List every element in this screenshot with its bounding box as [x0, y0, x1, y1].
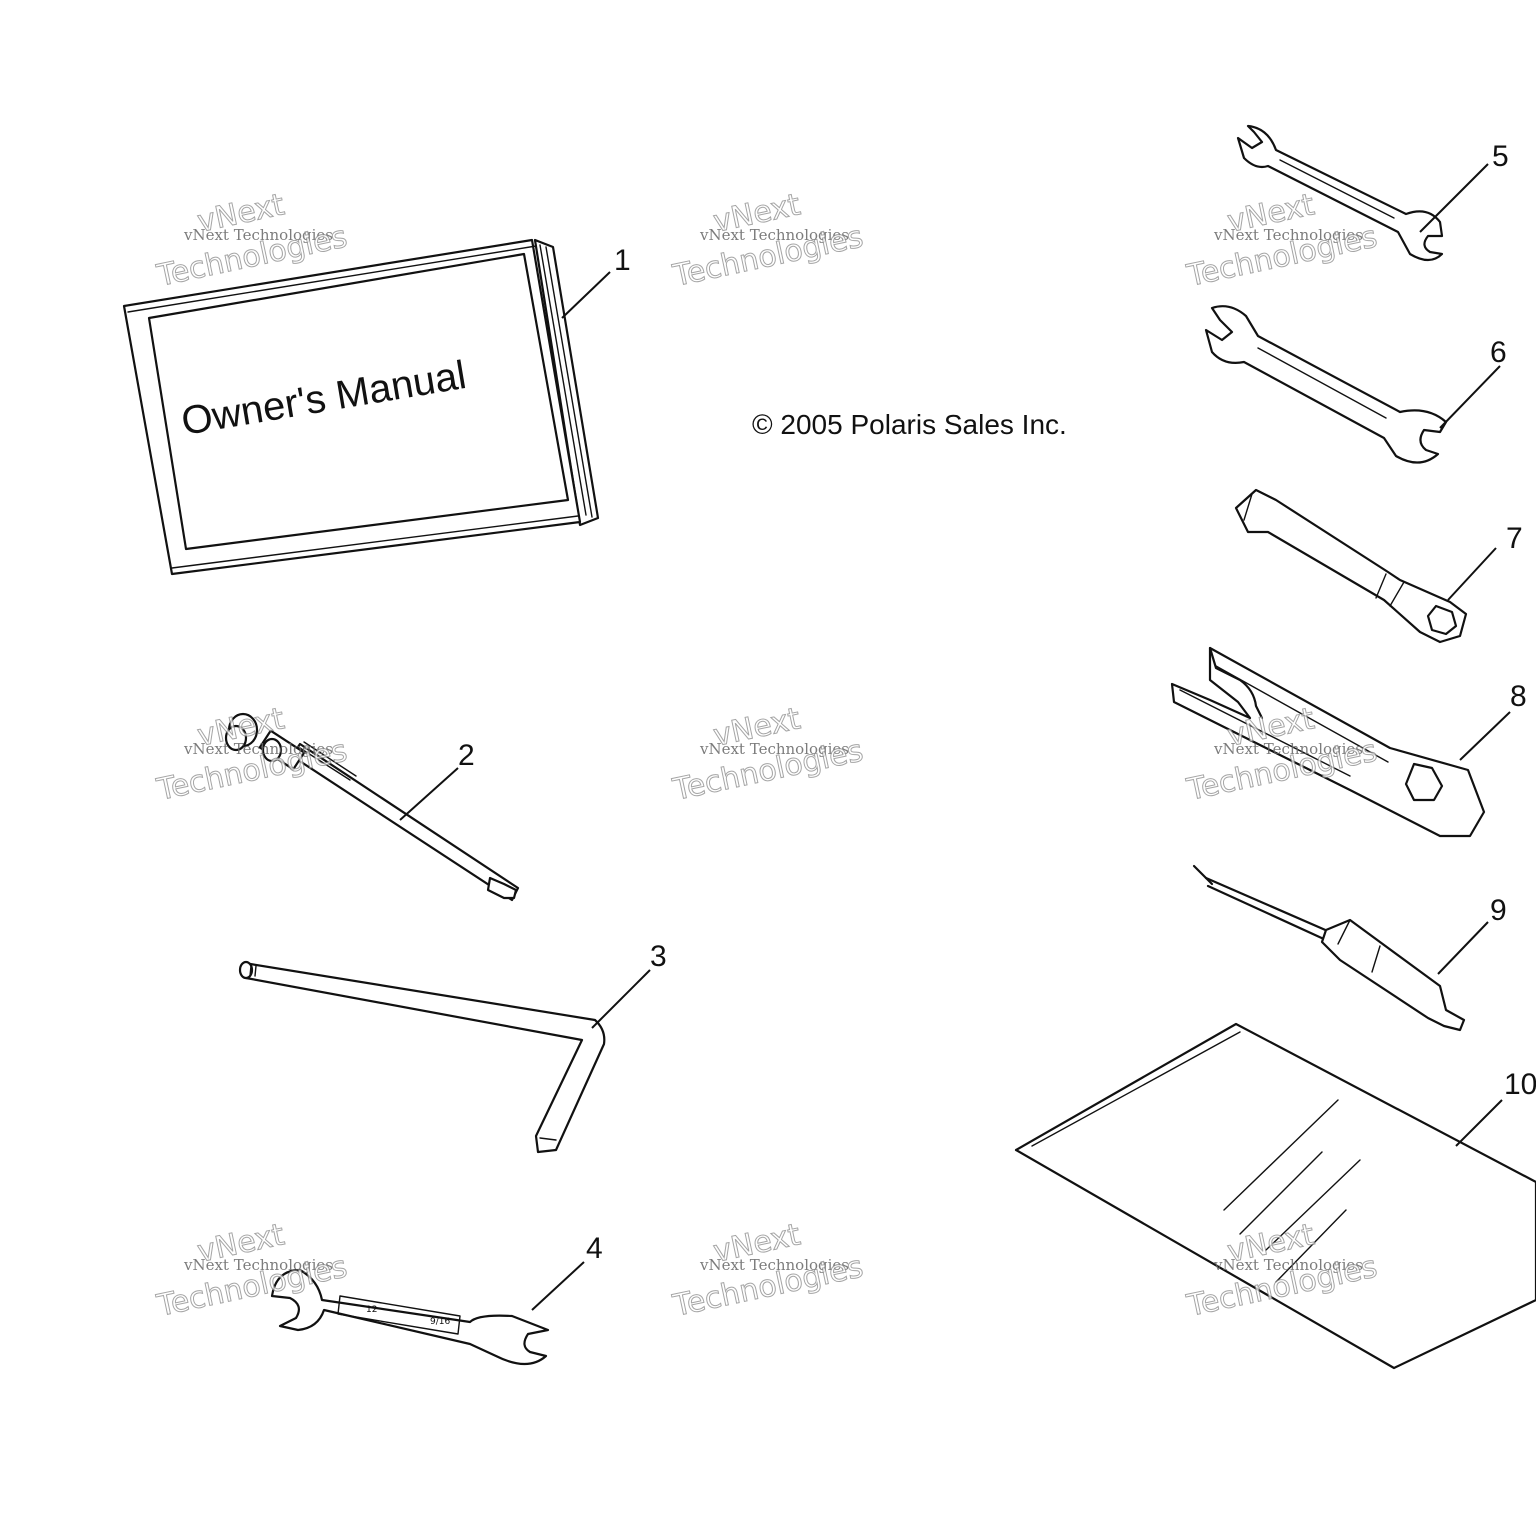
tool-bag-part — [1014, 1022, 1536, 1370]
l-hex-wrench-part — [238, 960, 606, 1154]
watermark-1: vNext Technologies vNext Technologies — [153, 187, 351, 295]
watermark-5: vNext Technologies vNext Technologies — [669, 701, 867, 809]
open-end-wrench-6-part — [1204, 305, 1448, 464]
watermark-8: vNext Technologies vNext Technologies — [669, 1217, 867, 1325]
callout-3: 3 — [650, 940, 667, 973]
callout-7: 7 — [1506, 522, 1523, 555]
wrench4-left-mark: 12 — [366, 1305, 377, 1315]
svg-text:vNext Technologies: vNext Technologies — [1213, 226, 1363, 244]
svg-text:vNext Technologies: vNext Technologies — [183, 740, 333, 758]
callout-5: 5 — [1492, 140, 1509, 173]
svg-text:vNext: vNext — [710, 701, 803, 754]
svg-text:vNext Technologies: vNext Technologies — [1213, 1256, 1363, 1274]
svg-text:vNext Technologies: vNext Technologies — [183, 226, 333, 244]
callout-8: 8 — [1510, 680, 1527, 713]
wrench4-right-mark: 9/16 — [430, 1317, 450, 1327]
open-end-wrench-5-part — [1236, 124, 1444, 262]
open-end-wrench-4-part: 12 9/16 — [270, 1268, 550, 1366]
callout-2: 2 — [458, 739, 475, 772]
callout-10: 10 — [1504, 1068, 1536, 1101]
copyright-notice: © 2005 Polaris Sales Inc. — [752, 409, 1067, 440]
screwdriver-part — [1192, 864, 1466, 1032]
callout-9: 9 — [1490, 894, 1507, 927]
watermark-2: vNext Technologies vNext Technologies — [669, 187, 867, 295]
svg-text:vNext Technologies: vNext Technologies — [699, 226, 849, 244]
svg-text:vNext Technologies: vNext Technologies — [1213, 740, 1363, 758]
svg-text:vNext Technologies: vNext Technologies — [183, 1256, 333, 1274]
callout-6: 6 — [1490, 336, 1507, 369]
spark-plug-wrench-part — [224, 712, 520, 902]
svg-text:vNext Technologies: vNext Technologies — [699, 740, 849, 758]
spark-plug-bracket-part — [1170, 646, 1486, 838]
callout-4: 4 — [586, 1232, 603, 1265]
spark-plug-socket-part — [1234, 488, 1468, 644]
watermark-4: vNext Technologies vNext Technologies — [153, 701, 351, 809]
callout-1: 1 — [614, 244, 631, 277]
owners-manual-part: Owner's Manual — [122, 238, 600, 576]
svg-text:vNext Technologies: vNext Technologies — [699, 1256, 849, 1274]
